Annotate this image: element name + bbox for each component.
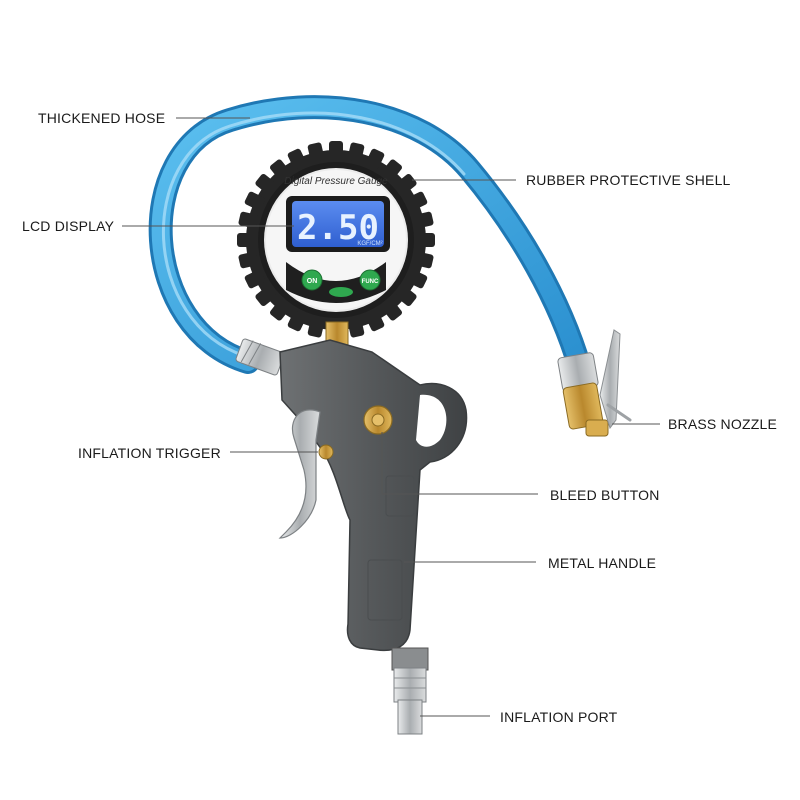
label-inflation-trigger: INFLATION TRIGGER bbox=[78, 445, 221, 461]
shell-tooth bbox=[417, 233, 435, 247]
shell-tooth bbox=[244, 269, 266, 289]
callout-metal-handle: METAL HANDLE bbox=[404, 555, 656, 571]
callout-inflation-port: INFLATION PORT bbox=[420, 709, 618, 725]
shell-tooth bbox=[382, 159, 402, 180]
lcd-unit: KGF/CM² bbox=[357, 241, 382, 247]
shell-tooth bbox=[307, 142, 325, 162]
lcd-reading: 2.50 bbox=[297, 208, 379, 248]
label-rubber-protective-shell: RUBBER PROTECTIVE SHELL bbox=[526, 172, 731, 188]
lcd-display: 2.50 KGF/CM² bbox=[286, 196, 390, 252]
shell-tooth bbox=[238, 211, 258, 229]
thickened-hose bbox=[148, 95, 592, 380]
shell-tooth bbox=[307, 318, 325, 338]
shell-tooth bbox=[255, 286, 276, 306]
shell-tooth bbox=[347, 142, 365, 162]
shell-tooth bbox=[414, 211, 434, 229]
center-green-indicator bbox=[329, 287, 353, 297]
callout-bleed-button: BLEED BUTTON bbox=[381, 432, 660, 503]
func-button[interactable]: FUNC bbox=[359, 269, 381, 291]
callout-lcd-display: LCD DISPLAY bbox=[22, 218, 294, 234]
shell-tooth bbox=[329, 141, 343, 159]
label-brass-nozzle: BRASS NOZZLE bbox=[668, 416, 777, 432]
inflation-trigger[interactable] bbox=[278, 409, 334, 539]
inflation-port bbox=[391, 647, 429, 735]
gauge-brand-text: Digital Pressure Gauge bbox=[284, 176, 388, 187]
metal-handle bbox=[279, 339, 468, 652]
shell-tooth bbox=[347, 318, 365, 338]
shell-tooth bbox=[406, 191, 428, 211]
shell-tooth bbox=[365, 148, 385, 170]
callout-brass-nozzle: BRASS NOZZLE bbox=[612, 416, 777, 432]
on-button[interactable]: ON bbox=[301, 269, 323, 291]
shell-tooth bbox=[287, 310, 307, 332]
func-button-label: FUNC bbox=[362, 279, 379, 285]
shell-tooth bbox=[396, 174, 417, 194]
callout-rubber-protective-shell: RUBBER PROTECTIVE SHELL bbox=[412, 172, 731, 188]
label-lcd-display: LCD DISPLAY bbox=[22, 218, 115, 234]
label-bleed-button: BLEED BUTTON bbox=[550, 487, 660, 503]
shell-tooth bbox=[270, 300, 290, 321]
shell-tooth bbox=[414, 251, 434, 269]
shell-tooth bbox=[270, 159, 290, 180]
shell-tooth bbox=[365, 310, 385, 332]
shell-tooth bbox=[382, 300, 402, 321]
label-inflation-port: INFLATION PORT bbox=[500, 709, 618, 725]
shell-tooth bbox=[237, 233, 255, 247]
gauge-face-lower bbox=[286, 262, 386, 303]
label-metal-handle: METAL HANDLE bbox=[548, 555, 656, 571]
on-button-label: ON bbox=[307, 278, 318, 285]
shell-tooth bbox=[396, 286, 417, 306]
shell-tooth bbox=[287, 148, 307, 170]
callout-thickened-hose: THICKENED HOSE bbox=[38, 110, 250, 126]
brass-nozzle bbox=[557, 329, 632, 437]
bleed-button[interactable] bbox=[363, 405, 393, 435]
shell-tooth bbox=[255, 174, 276, 194]
shell-tooth bbox=[238, 251, 258, 269]
shell-tooth bbox=[244, 191, 266, 211]
shell-tooth bbox=[406, 269, 428, 289]
label-thickened-hose: THICKENED HOSE bbox=[38, 110, 165, 126]
callout-inflation-trigger: INFLATION TRIGGER bbox=[78, 445, 318, 461]
